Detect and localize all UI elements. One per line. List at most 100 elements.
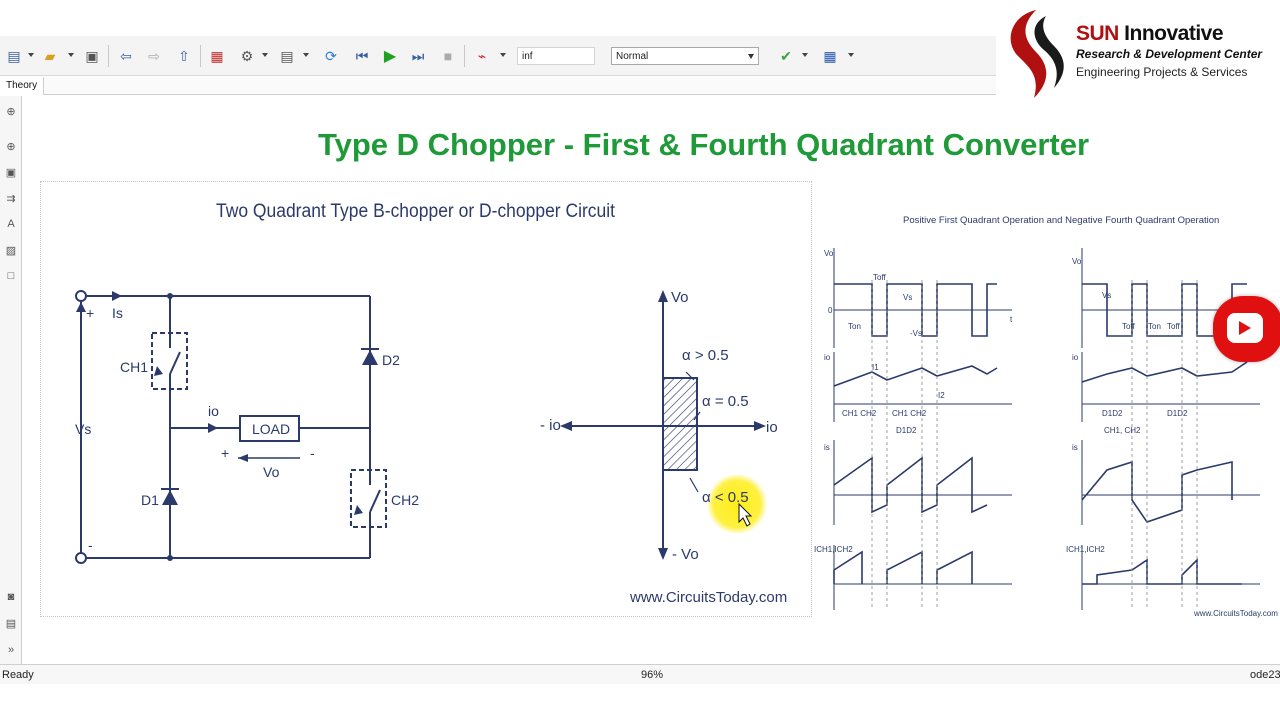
simulation-stop-time-input[interactable]: inf xyxy=(517,47,595,65)
left-ich-label: ICH1,ICH2 xyxy=(814,545,853,554)
logo-sun: SUN xyxy=(1076,22,1119,45)
right-vo-label: Vo xyxy=(1072,257,1082,266)
left-vo-label: Vo xyxy=(824,249,834,258)
left-ich-waveform xyxy=(833,550,973,584)
d1-diode-icon xyxy=(162,490,178,505)
save-icon[interactable]: ▣ xyxy=(85,47,99,64)
circuit-source-link[interactable]: www.CircuitsToday.com xyxy=(630,589,788,606)
neg-vo-axis-label: - Vo xyxy=(672,546,699,563)
operating-region-rect xyxy=(662,377,698,471)
vo-axis-arrow-icon xyxy=(658,290,668,302)
tab-theory[interactable]: Theory xyxy=(0,77,45,95)
simulation-mode-select[interactable]: Normal xyxy=(611,47,759,65)
fit-view-icon[interactable]: ▣ xyxy=(5,166,17,179)
ton-label: Ton xyxy=(848,322,861,331)
forward-arrow-icon[interactable]: ⇨ xyxy=(148,47,160,64)
up-arrow-icon[interactable]: ⇧ xyxy=(178,47,190,64)
step-forward-icon[interactable]: ⏭ xyxy=(411,47,425,64)
check-model-icon[interactable]: ✔ xyxy=(780,47,792,64)
neg-vo-axis-arrow-icon xyxy=(658,548,668,560)
alpha-equal-label: α = 0.5 xyxy=(702,393,749,410)
right-d1d2-label-2: D1D2 xyxy=(1167,409,1188,418)
left-is-waveform xyxy=(833,456,988,514)
build-grid-icon[interactable]: ▦ xyxy=(823,47,837,64)
alpha-greater-label: α > 0.5 xyxy=(682,347,729,364)
open-folder-icon[interactable]: ▰ xyxy=(44,47,56,64)
logo-tagline: Engineering Projects & Services xyxy=(1076,65,1248,79)
page-title: Type D Chopper - First & Fourth Quadrant… xyxy=(318,127,1090,162)
record-scope-icon[interactable]: ⌁ xyxy=(477,47,487,64)
vo-axis-label: Vo xyxy=(671,289,689,306)
plus-label: + xyxy=(86,305,94,321)
play-icon xyxy=(1239,321,1251,335)
d2-label: D2 xyxy=(382,352,400,368)
toff-label: Toff xyxy=(873,273,887,282)
screenshot-camera-icon[interactable]: ◙ xyxy=(7,591,15,603)
library-browser-icon[interactable]: ▦ xyxy=(210,47,224,64)
logo-title: SUN Innovative xyxy=(1076,22,1224,46)
stop-icon[interactable]: ■ xyxy=(443,48,453,64)
settings-dropdown-icon[interactable] xyxy=(262,53,268,57)
circuit-image-frame[interactable] xyxy=(40,181,812,617)
right-is-label: is xyxy=(1072,443,1078,452)
logo-swoosh-icon xyxy=(1010,10,1064,98)
is-current-arrow-icon xyxy=(112,291,122,301)
image-icon[interactable]: ▨ xyxy=(5,244,17,257)
right-io-label: io xyxy=(1072,353,1079,362)
logo-title-rest: Innovative xyxy=(1118,22,1224,45)
ch1-switch-blade xyxy=(169,351,181,375)
left-io-waveform xyxy=(833,365,998,387)
new-model-dropdown-icon[interactable] xyxy=(28,53,34,57)
build-dropdown-icon[interactable] xyxy=(848,53,854,57)
i1-label: I1 xyxy=(872,363,879,372)
waveforms-source-label: www.CircuitsToday.com xyxy=(1193,609,1278,618)
check-dropdown-icon[interactable] xyxy=(802,53,808,57)
company-logo: SUN Innovative Research & Development Ce… xyxy=(996,6,1280,102)
ch2-switch-box xyxy=(350,469,387,528)
chopper-circuit-diagram: + Is CH1 Vs io LOAD + - Vo D1 D2 CH2 - V… xyxy=(75,289,778,564)
circuit-title: Two Quadrant Type B-chopper or D-chopper… xyxy=(216,201,616,222)
run-play-icon[interactable]: ▶ xyxy=(383,48,397,65)
ch1-label: CH1 xyxy=(120,359,148,375)
vo-label: Vo xyxy=(263,464,280,480)
zoom-in-icon[interactable]: ⊕ xyxy=(6,140,16,153)
io-axis-label: io xyxy=(766,419,778,436)
waveforms-title: Positive First Quadrant Operation and Ne… xyxy=(903,215,1219,226)
explorer-dropdown-icon[interactable] xyxy=(303,53,309,57)
t-label: t xyxy=(1010,315,1013,324)
vs-arrow-icon xyxy=(76,302,86,312)
record-dropdown-icon[interactable] xyxy=(500,53,506,57)
left-io-label: io xyxy=(824,353,831,362)
signal-arrow-icon[interactable]: ⇉ xyxy=(6,192,16,205)
left-is-label: is xyxy=(824,443,830,452)
ch1ch2-label-2: CH1 CH2 xyxy=(892,409,927,418)
step-back-icon[interactable]: ⏮ xyxy=(355,47,369,64)
new-model-icon[interactable]: ▤ xyxy=(7,47,21,64)
open-dropdown-icon[interactable] xyxy=(68,53,74,57)
minus-label: - xyxy=(88,537,93,553)
load-box xyxy=(239,415,300,442)
right-vs-label: Vs xyxy=(1102,291,1111,300)
model-explorer-icon[interactable]: ▤ xyxy=(280,47,294,64)
negative-terminal xyxy=(75,552,87,564)
ch2-switch-blade xyxy=(369,489,381,513)
right-io-waveform xyxy=(1081,361,1248,383)
load-label: LOAD xyxy=(252,421,290,437)
logo-subtitle: Research & Development Center xyxy=(1076,47,1263,61)
annotation-icon[interactable]: A xyxy=(7,218,15,230)
io-label: io xyxy=(208,403,219,419)
is-label: Is xyxy=(112,305,123,321)
vs-label: Vs xyxy=(903,293,912,302)
settings-gear-icon[interactable]: ⚙ xyxy=(240,47,254,64)
area-icon[interactable]: □ xyxy=(7,270,15,282)
youtube-logo-icon[interactable] xyxy=(1213,296,1280,362)
junction-node xyxy=(167,293,173,299)
neg-io-axis-label: - io xyxy=(540,417,561,434)
back-arrow-icon[interactable]: ⇦ xyxy=(120,47,132,64)
hide-browser-icon[interactable]: ⊕ xyxy=(6,105,16,118)
expand-icon[interactable]: » xyxy=(7,644,15,656)
toolbar-separator xyxy=(108,45,109,67)
alpha-less-label: α < 0.5 xyxy=(702,489,749,506)
refresh-icon[interactable]: ⟳ xyxy=(325,47,337,64)
model-browser-icon[interactable]: ▤ xyxy=(5,617,17,630)
